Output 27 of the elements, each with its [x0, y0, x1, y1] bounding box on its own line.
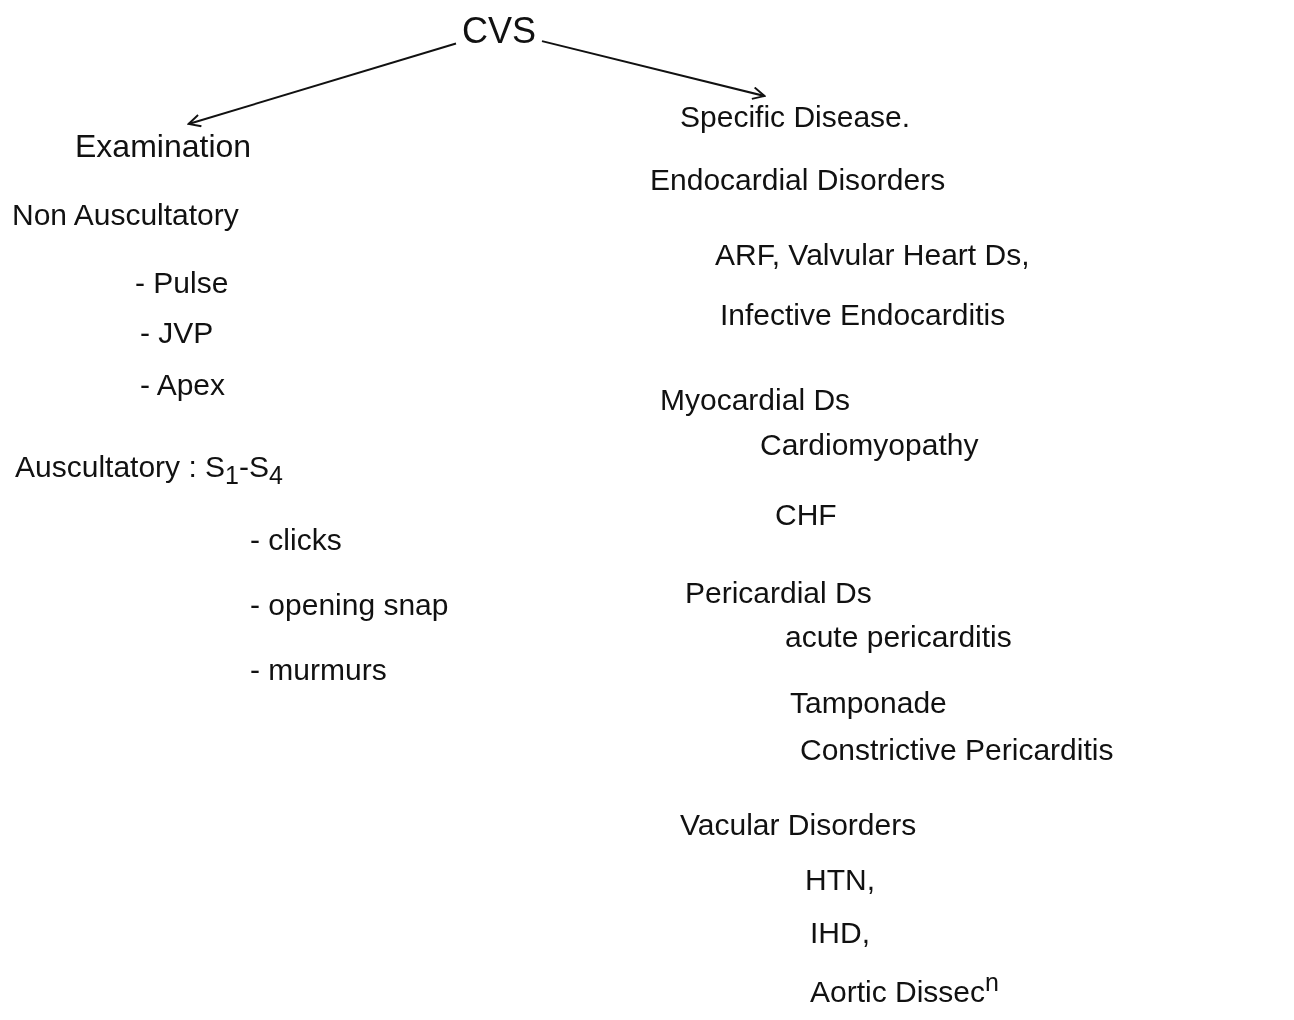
note-text: Cardiomyopathy — [760, 428, 979, 463]
note-text: Endocardial Disorders — [650, 163, 946, 198]
note-text: Non Auscultatory — [12, 198, 239, 233]
root-heading: CVS — [462, 10, 537, 52]
note-text: Constrictive Pericarditis — [800, 733, 1114, 768]
note-text: - clicks — [250, 523, 342, 558]
note-text: Infective Endocarditis — [720, 298, 1006, 333]
branch-heading: Specific Disease. — [680, 100, 911, 135]
note-text: - Pulse — [135, 266, 229, 301]
note-text: CHF — [775, 498, 837, 533]
note-text: Aortic Dissec$^{n}$ — [810, 968, 999, 1010]
note-text: - murmurs — [250, 653, 387, 688]
arrow — [187, 42, 457, 128]
note-text: Tamponade — [790, 686, 947, 721]
note-text: - Apex — [140, 368, 226, 403]
branch-heading: Examination — [75, 128, 252, 165]
note-text: Myocardial Ds — [660, 383, 851, 418]
note-text: - opening snap — [250, 588, 449, 623]
note-text: IHD, — [810, 916, 870, 951]
note-text: acute pericarditis — [785, 620, 1012, 655]
note-text: HTN, — [805, 863, 875, 898]
note-text: ARF, Valvular Heart Ds, — [715, 238, 1030, 273]
note-text: - JVP — [140, 316, 214, 351]
note-text: Pericardial Ds — [685, 576, 872, 611]
arrow — [541, 40, 766, 100]
note-text: Auscultatory : S$_{1}$-S$_{4}$ — [15, 450, 283, 490]
note-text: Vacular Disorders — [680, 808, 917, 843]
